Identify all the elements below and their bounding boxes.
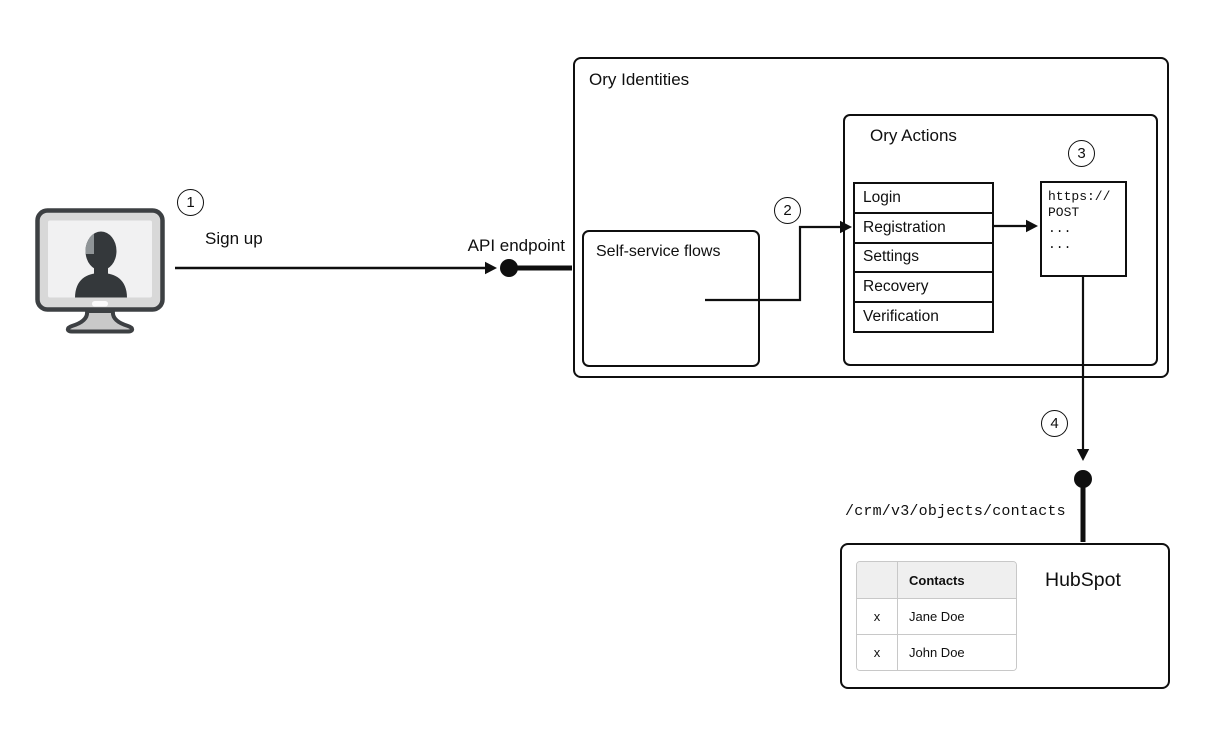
crm-api-path-label: /crm/v3/objects/contacts — [845, 503, 1066, 520]
api-endpoint-dot — [500, 259, 518, 277]
code-line: ... — [1048, 237, 1072, 252]
contacts-header-name-cell: Contacts — [909, 572, 965, 588]
contacts-table: Contacts x Jane Doe x John Doe — [856, 561, 1017, 671]
user-silhouette — [75, 231, 127, 298]
contact-action-cell: x — [857, 635, 898, 670]
self-service-flows-box: Self-service flows — [582, 230, 760, 367]
flow-row-login: Login — [855, 184, 992, 214]
ory-identities-box: Ory Identities — [573, 57, 1169, 378]
contacts-table-row: x John Doe — [857, 634, 1016, 670]
hubspot-label: HubSpot — [1045, 569, 1121, 591]
self-service-flows-label: Self-service flows — [596, 243, 721, 260]
contacts-header-action-cell — [857, 562, 898, 598]
step-badge-1: 1 — [177, 189, 204, 216]
contact-name-cell: John Doe — [909, 645, 965, 660]
webhook-code-box: https:// POST ... ... — [1040, 181, 1127, 277]
ory-actions-box: Ory Actions — [843, 114, 1158, 366]
hubspot-endpoint-dot — [1074, 470, 1092, 488]
sign-up-label: Sign up — [205, 229, 263, 248]
monitor-with-user-silhouette-icon — [35, 208, 165, 334]
step-badge-3: 3 — [1068, 140, 1095, 167]
step-badge-4: 4 — [1041, 410, 1068, 437]
flow-row-registration: Registration — [855, 213, 992, 244]
api-endpoint-label: API endpoint — [467, 236, 565, 255]
monitor-stand — [65, 309, 135, 334]
monitor-button — [92, 301, 108, 307]
flow-row-verification: Verification — [855, 303, 992, 331]
step-badge-2: 2 — [774, 197, 801, 224]
sign-up-arrowhead — [485, 261, 497, 275]
flows-table: Login Registration Settings Recovery Ver… — [853, 182, 994, 333]
code-line: https:// — [1048, 189, 1111, 204]
flow-row-recovery: Recovery — [855, 273, 992, 304]
code-line: ... — [1048, 221, 1072, 236]
contact-name-cell: Jane Doe — [909, 609, 965, 624]
webhook-down-arrowhead — [1076, 449, 1090, 461]
flow-row-settings: Settings — [855, 243, 992, 274]
contact-action-cell: x — [857, 599, 898, 634]
contacts-table-header: Contacts — [857, 562, 1016, 598]
contacts-table-row: x Jane Doe — [857, 598, 1016, 634]
ory-identities-label: Ory Identities — [589, 70, 690, 89]
code-line: POST — [1048, 205, 1080, 220]
ory-actions-label: Ory Actions — [870, 126, 957, 145]
